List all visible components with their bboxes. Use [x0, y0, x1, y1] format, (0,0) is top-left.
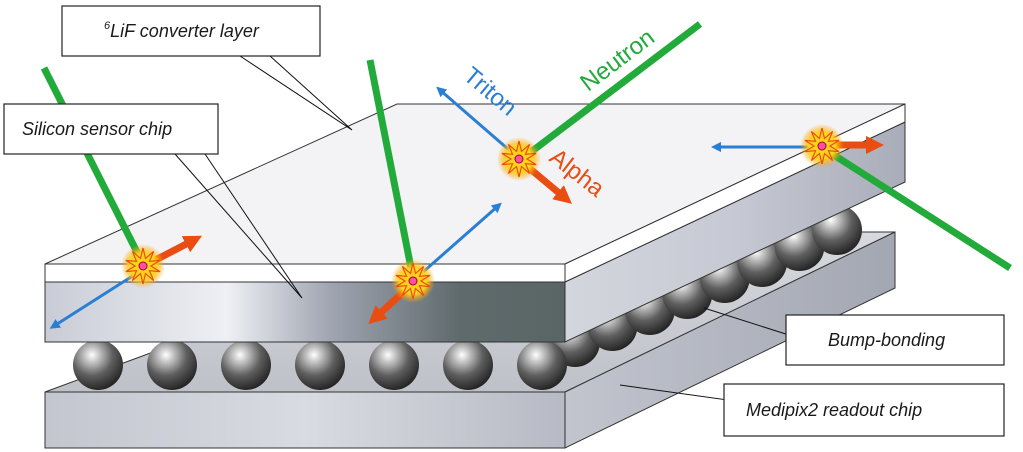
callout-bump: Bump-bonding	[785, 314, 1005, 366]
sensor-label: Silicon sensor chip	[22, 119, 172, 139]
bump-ball	[147, 340, 197, 390]
readout-chip-front	[44, 391, 566, 449]
callout-converter-text: 6LiF converter layer	[104, 20, 260, 41]
converter-layer	[44, 103, 906, 283]
flash-core	[408, 276, 418, 286]
bump-ball	[443, 340, 493, 390]
flash-core	[817, 141, 827, 151]
callout-converter: 6LiF converter layer	[61, 5, 321, 57]
callout-readout: Medipix2 readout chip	[723, 383, 1005, 437]
neutron-track-far-right	[821, 145, 1012, 271]
capture-flash	[391, 259, 435, 303]
callout-sensor-box	[3, 103, 219, 155]
bump-label: Bump-bonding	[828, 330, 945, 350]
callout-bump-box	[785, 314, 1005, 366]
callout-converter-box	[61, 5, 321, 57]
converter-isotope-superscript: 6	[104, 20, 111, 32]
capture-flash	[121, 244, 165, 288]
neutron-track-middle	[366, 59, 417, 279]
bump-ball	[295, 340, 345, 390]
sensor-front	[44, 281, 566, 343]
neutron-tracks	[40, 21, 1012, 279]
flash-core	[514, 154, 524, 164]
converter-label: LiF converter layer	[110, 21, 260, 41]
bump-ball	[221, 340, 271, 390]
sensor-leader	[174, 153, 303, 299]
neutron-track-left	[40, 66, 146, 264]
capture-flash	[800, 124, 844, 168]
bump-ball	[517, 340, 567, 390]
readout-chip-side	[564, 231, 896, 449]
bump-ball	[369, 340, 419, 390]
capture-flash	[497, 137, 541, 181]
capture-flashes	[121, 124, 844, 303]
flash-core	[138, 261, 148, 271]
readout-label: Medipix2 readout chip	[746, 400, 922, 420]
bump-ball	[73, 340, 123, 390]
converter-leader	[239, 55, 353, 131]
neutron-track-right	[524, 21, 703, 158]
callout-readout-box	[723, 383, 1005, 437]
callout-sensor: Silicon sensor chip	[3, 103, 219, 155]
